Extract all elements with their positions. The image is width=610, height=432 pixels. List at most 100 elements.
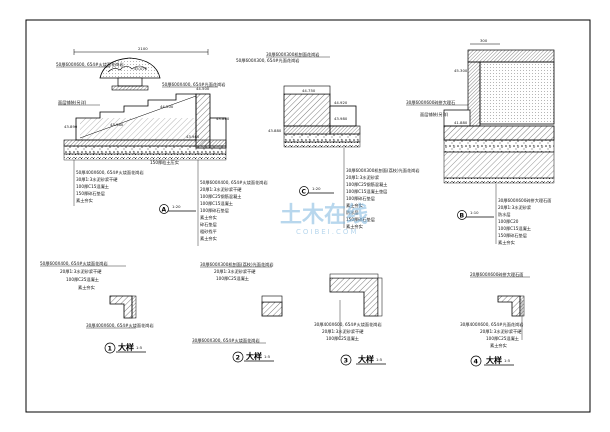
elev-4: 43.980 bbox=[110, 122, 124, 127]
svg-text:100厚C25钢筋混凝土: 100厚C25钢筋混凝土 bbox=[200, 193, 241, 200]
svg-text:1:5: 1:5 bbox=[504, 358, 511, 363]
note-a-top-3: 面层铺装(另详) bbox=[58, 99, 87, 106]
note-a-top-2: 50厚600X400, 654#光面花岗岩 bbox=[162, 81, 225, 88]
svg-text:素土夯实: 素土夯实 bbox=[346, 223, 363, 230]
notes-detail-1: 50厚600X400, 654#火烧面花岗岩 20厚1:3水泥砂浆干硬 100厚… bbox=[40, 260, 154, 329]
detail-2: 30厚600X300机刨面(荔枝)光面花岗岩 20厚1:3水泥砂浆干硬 100厚… bbox=[192, 261, 283, 363]
svg-text:30厚600X300机刨面(荔枝)光面花岗岩: 30厚600X300机刨面(荔枝)光面花岗岩 bbox=[200, 261, 274, 268]
elev-c-2: 44.920 bbox=[334, 100, 348, 105]
svg-text:20厚1:3水泥砂浆干硬: 20厚1:3水泥砂浆干硬 bbox=[200, 186, 242, 193]
svg-text:大样: 大样 bbox=[358, 354, 374, 364]
svg-text:150厚粒土压实: 150厚粒土压实 bbox=[150, 159, 179, 166]
svg-text:100厚C25混凝土: 100厚C25混凝土 bbox=[66, 276, 99, 283]
svg-text:素土夯实: 素土夯实 bbox=[76, 197, 93, 204]
notes-c-right: 30厚600X300机刨面(荔枝)光面花岗岩 20厚1:3水泥砂浆 100厚C2… bbox=[343, 148, 420, 230]
notes-detail-4: 20厚600X600碎拼大理石面 30厚400X600, 654#光面花岗岩 2… bbox=[460, 271, 530, 349]
elev-6: 44.200 bbox=[160, 104, 174, 109]
svg-text:防水层: 防水层 bbox=[498, 211, 511, 218]
svg-text:150厚碎石垫层: 150厚碎石垫层 bbox=[498, 232, 527, 239]
svg-text:20厚1:3水泥砂浆: 20厚1:3水泥砂浆 bbox=[498, 204, 532, 211]
svg-text:50厚400X600, 654#火烧面花岗岩: 50厚400X600, 654#火烧面花岗岩 bbox=[76, 169, 144, 176]
note-c-top-1: 50厚600X300, 654#光面花岗岩 bbox=[236, 57, 299, 64]
elev-b-2: 41.880 bbox=[454, 120, 468, 125]
svg-text:100厚C25混凝土: 100厚C25混凝土 bbox=[216, 275, 249, 282]
svg-text:大样: 大样 bbox=[246, 351, 262, 361]
svg-text:20厚600X600碎拼大理石面: 20厚600X600碎拼大理石面 bbox=[470, 271, 524, 278]
svg-text:30厚600X600碎拼大理石: 30厚600X600碎拼大理石 bbox=[406, 99, 455, 106]
elev-c-3: 43.980 bbox=[334, 116, 348, 121]
dim-b-top: 300 bbox=[480, 38, 488, 43]
elev-7: 43.980 bbox=[186, 134, 200, 139]
svg-text:1: 1 bbox=[108, 345, 113, 353]
section-b-tag bbox=[457, 210, 467, 220]
svg-text:100厚碎石垫层: 100厚碎石垫层 bbox=[346, 195, 375, 202]
svg-text:100厚C15混凝土垫层: 100厚C15混凝土垫层 bbox=[346, 188, 387, 195]
svg-text:1:10: 1:10 bbox=[470, 210, 479, 215]
note-a-top-1: 50厚600X600, 654#火烧面花岗岩 bbox=[56, 61, 124, 68]
elev-2: 44.500 bbox=[196, 86, 210, 91]
svg-text:素土夯实: 素土夯实 bbox=[78, 284, 95, 291]
section-a: 2100 45.070 44.500 43.890 43.980 43.860 … bbox=[56, 46, 268, 246]
dim-overall: 2100 bbox=[138, 46, 148, 51]
svg-text:20厚1:3水泥砂浆: 20厚1:3水泥砂浆 bbox=[346, 174, 380, 181]
svg-text:面层铺装(另详): 面层铺装(另详) bbox=[420, 111, 449, 118]
svg-text:30厚1:3水泥砂浆干硬: 30厚1:3水泥砂浆干硬 bbox=[76, 176, 118, 183]
svg-text:4: 4 bbox=[474, 358, 479, 366]
svg-text:150厚碎石垫层: 150厚碎石垫层 bbox=[346, 216, 375, 223]
detail-4-tag bbox=[470, 355, 482, 367]
svg-text:20厚1:3水泥砂浆干硬: 20厚1:3水泥砂浆干硬 bbox=[60, 268, 102, 275]
svg-text:50厚600X400, 654#火烧面花岗岩: 50厚600X400, 654#火烧面花岗岩 bbox=[40, 260, 108, 267]
section-a-tag bbox=[159, 204, 169, 214]
svg-text:100厚C15混凝土: 100厚C15混凝土 bbox=[498, 225, 531, 232]
section-c: 44.750 44.920 43.980 43.880 50厚600X300, … bbox=[236, 51, 420, 230]
detail-3-tag bbox=[340, 354, 352, 366]
svg-text:B: B bbox=[460, 213, 465, 220]
svg-text:素土夯实: 素土夯实 bbox=[346, 202, 363, 209]
elev-c-1: 44.750 bbox=[302, 88, 316, 93]
svg-text:100厚C15混凝土: 100厚C15混凝土 bbox=[76, 183, 109, 190]
svg-text:1:5: 1:5 bbox=[264, 354, 271, 359]
svg-text:30厚600X600碎拼大理石面: 30厚600X600碎拼大理石面 bbox=[498, 197, 552, 204]
note-c-top-2: 30厚600X300机刨面花岗岩 bbox=[266, 51, 320, 58]
detail-3: 30厚400X600, 654#火烧面花岗岩 20厚1:3水泥砂浆干硬 100厚… bbox=[314, 273, 386, 366]
svg-text:C: C bbox=[302, 189, 307, 196]
notes-b-right: 30厚600X600碎拼大理石面 20厚1:3水泥砂浆 防水层 100厚C20 … bbox=[495, 184, 552, 246]
svg-text:素土夯实: 素土夯实 bbox=[498, 239, 515, 246]
sheet-frame bbox=[25, 19, 591, 413]
svg-text:1:5: 1:5 bbox=[136, 345, 143, 350]
section-b: 300 45.300 41.880 30厚600X600碎拼大理石 面层铺装(另… bbox=[406, 38, 555, 246]
elev-5: 43.860 bbox=[216, 116, 230, 121]
svg-text:30厚400X600, 654#火烧面花岗岩: 30厚400X600, 654#火烧面花岗岩 bbox=[86, 322, 154, 329]
svg-text:30厚400X600, 654#光面花岗岩: 30厚400X600, 654#光面花岗岩 bbox=[460, 321, 523, 328]
elev-1: 45.070 bbox=[134, 66, 148, 71]
detail-1-tag bbox=[104, 342, 116, 354]
svg-text:20厚1:3水泥砂浆干硬: 20厚1:3水泥砂浆干硬 bbox=[480, 328, 522, 335]
svg-text:100厚C20: 100厚C20 bbox=[498, 219, 519, 225]
detail-1: 50厚600X400, 654#火烧面花岗岩 20厚1:3水泥砂浆干硬 100厚… bbox=[40, 260, 154, 354]
svg-text:3: 3 bbox=[344, 357, 349, 365]
svg-text:50厚600X400, 654#火烧面花岗岩: 50厚600X400, 654#火烧面花岗岩 bbox=[200, 179, 268, 186]
svg-text:COIBEI.COM: COIBEI.COM bbox=[296, 228, 358, 236]
svg-text:30厚600X300, 654#火烧面花岗岩: 30厚600X300, 654#火烧面花岗岩 bbox=[192, 337, 260, 344]
svg-text:素土夯实: 素土夯实 bbox=[490, 342, 507, 349]
notes-detail-3: 30厚400X600, 654#火烧面花岗岩 20厚1:3水泥砂浆干硬 100厚… bbox=[314, 300, 382, 342]
detail-2-tag bbox=[232, 351, 244, 363]
svg-text:粗砂找平: 粗砂找平 bbox=[200, 228, 217, 235]
svg-text:1:20: 1:20 bbox=[172, 204, 181, 209]
svg-text:100厚碎石垫层: 100厚碎石垫层 bbox=[200, 207, 229, 214]
svg-text:防水层: 防水层 bbox=[346, 209, 359, 216]
detail-4: 20厚600X600碎拼大理石面 30厚400X600, 654#光面花岗岩 2… bbox=[460, 271, 530, 367]
svg-text:素土夯实: 素土夯实 bbox=[200, 235, 217, 242]
svg-text:1:5: 1:5 bbox=[376, 357, 383, 362]
watermark: 土木在线 COIBEI.COM bbox=[280, 202, 368, 236]
elev-c-4: 43.880 bbox=[268, 128, 282, 133]
svg-text:土木在线: 土木在线 bbox=[280, 202, 368, 228]
svg-text:30厚600X300机刨面(荔枝)光面花岗岩: 30厚600X300机刨面(荔枝)光面花岗岩 bbox=[346, 167, 420, 174]
section-c-tag bbox=[299, 186, 309, 196]
svg-text:大样: 大样 bbox=[486, 355, 502, 365]
svg-text:100厚C25混凝土: 100厚C25混凝土 bbox=[486, 335, 519, 342]
svg-text:碎石垫层: 碎石垫层 bbox=[200, 221, 217, 228]
svg-text:素土夯实: 素土夯实 bbox=[200, 214, 217, 221]
svg-text:30厚400X600, 654#火烧面花岗岩: 30厚400X600, 654#火烧面花岗岩 bbox=[314, 321, 382, 328]
